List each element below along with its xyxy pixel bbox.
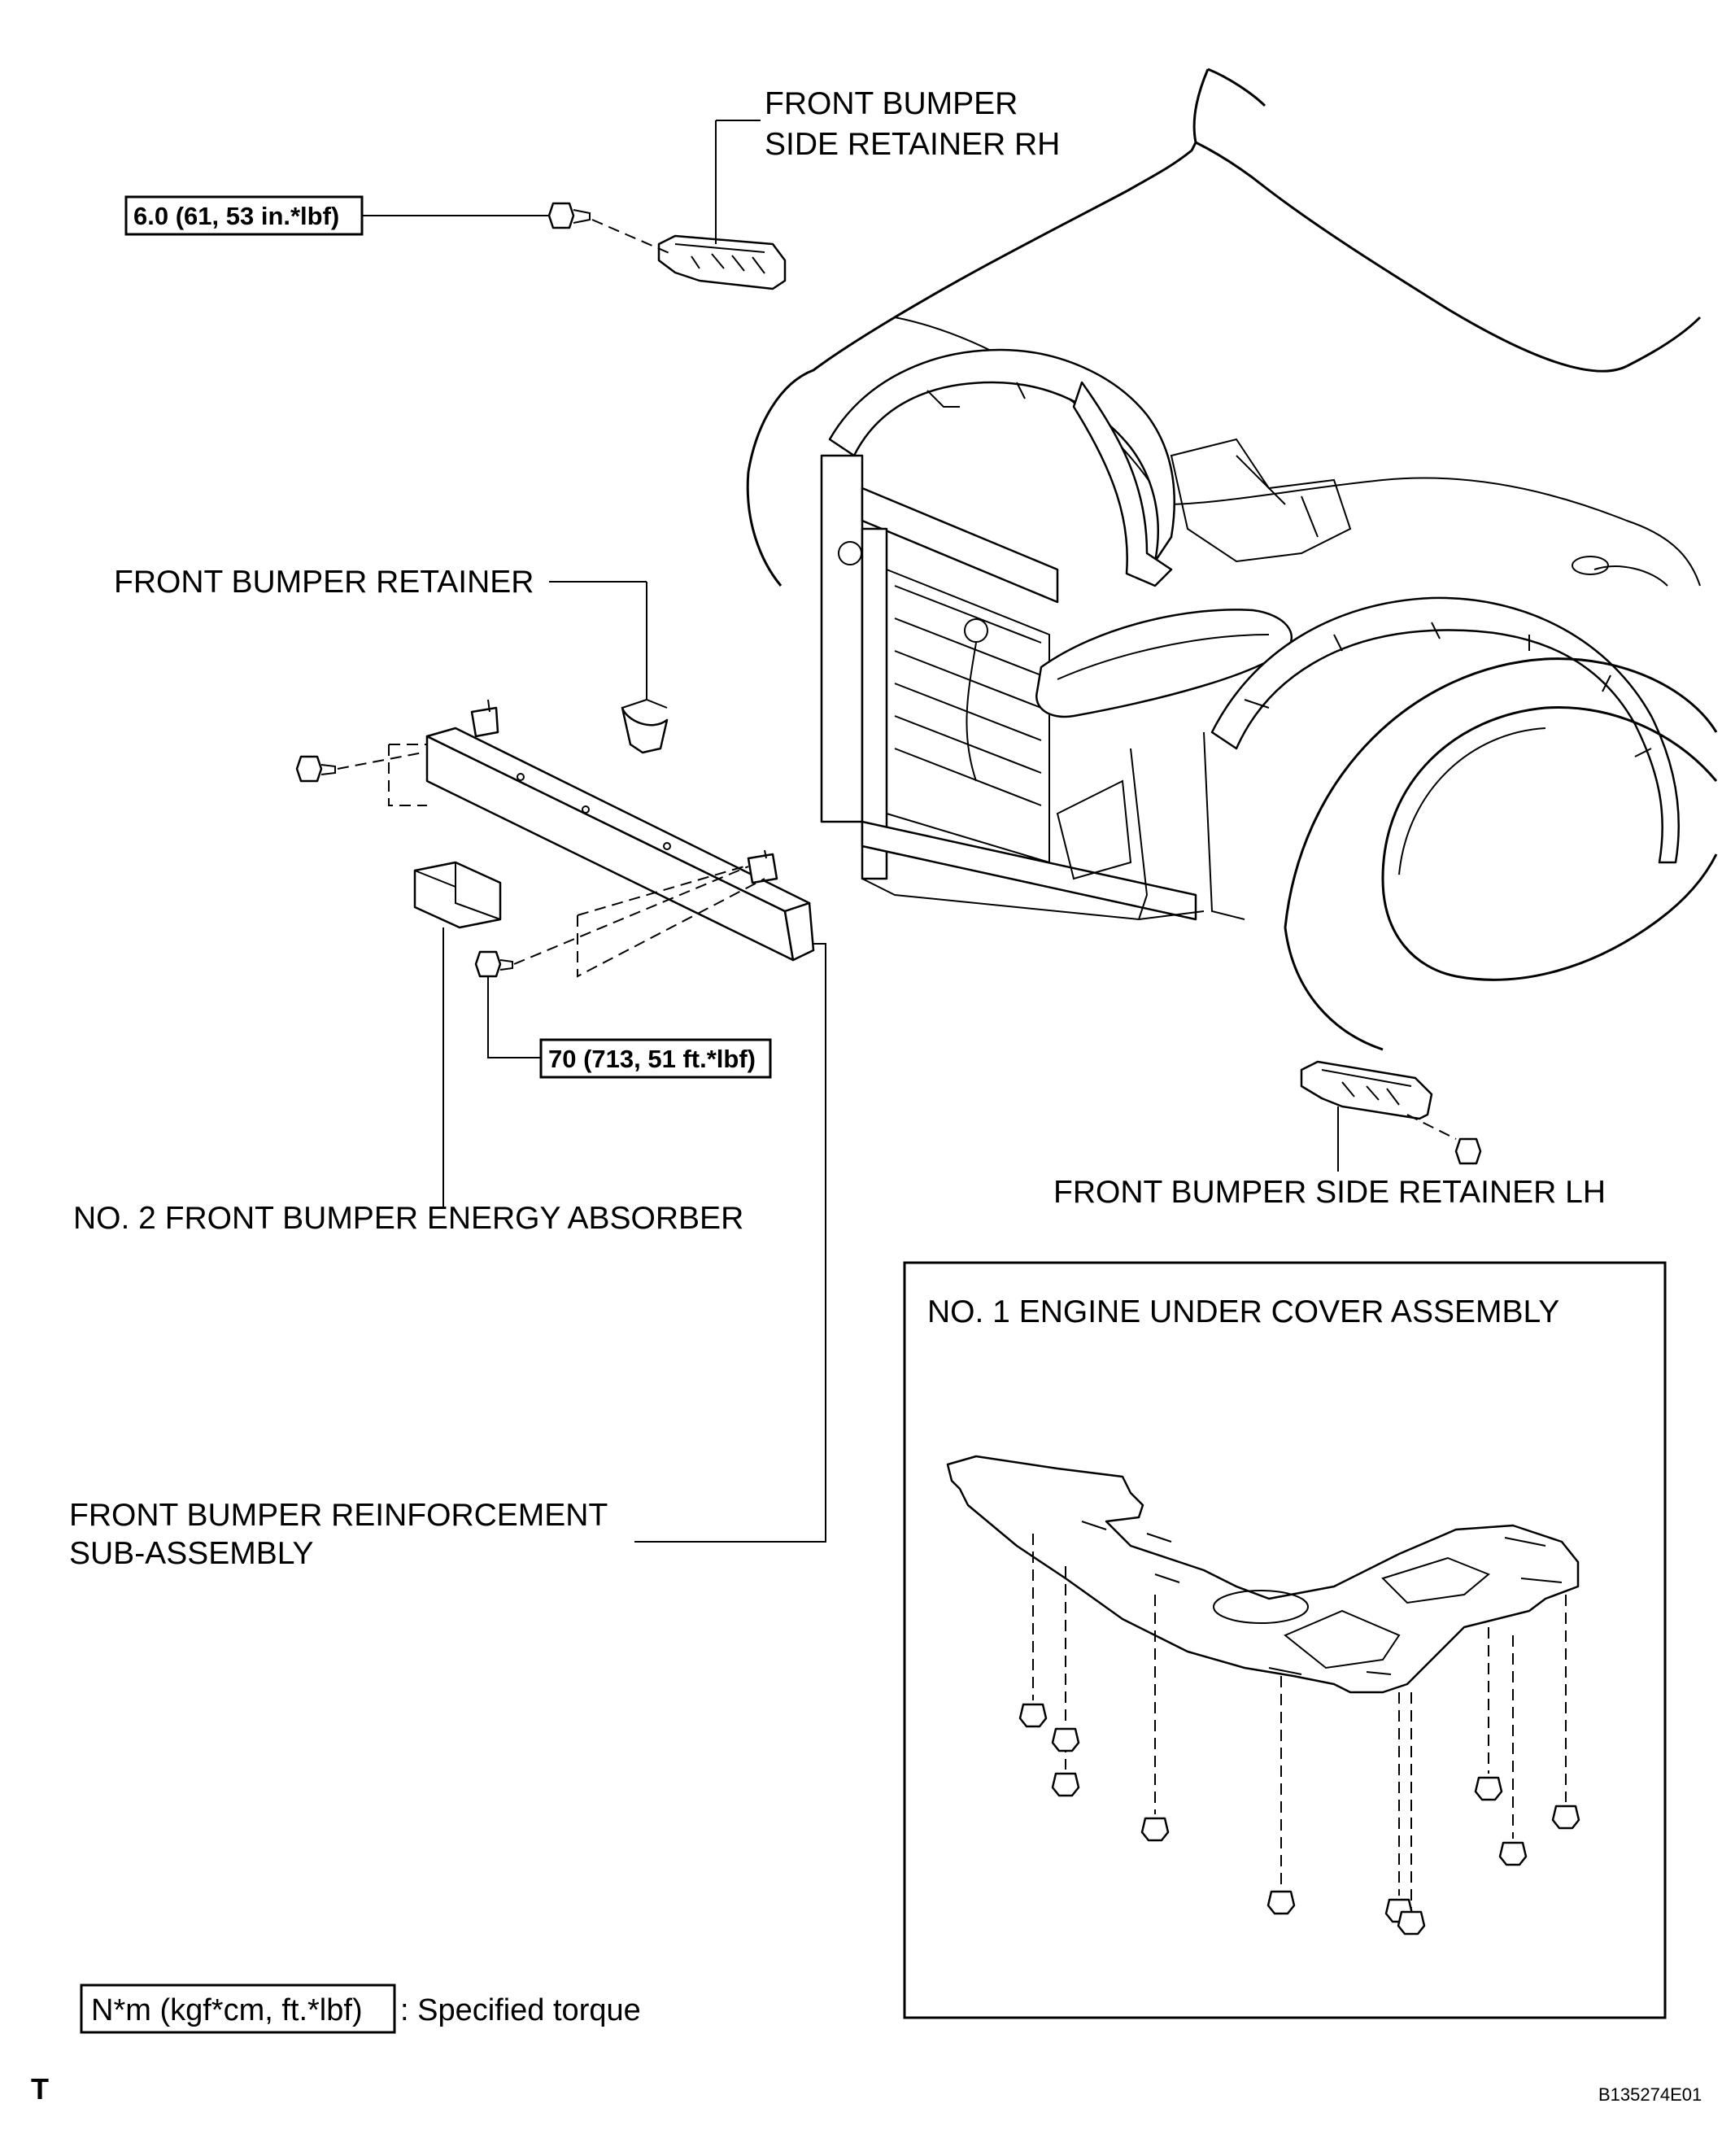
legend-unit-box	[80, 1984, 396, 2034]
bolt-beam-lower	[474, 866, 749, 1058]
leader-reinforcement	[634, 943, 826, 1543]
label-side-retainer-rh-line1: FRONT BUMPER	[765, 86, 1018, 121]
under-cover-clips	[1018, 1534, 1580, 1936]
side-retainer-lh-part	[1300, 1060, 1482, 1172]
corner-mark: T	[31, 2072, 49, 2106]
under-cover-part	[946, 1455, 1580, 1694]
label-under-cover: NO. 1 ENGINE UNDER COVER ASSEMBLY	[927, 1294, 1559, 1329]
legend-description: : Specified torque	[400, 1993, 641, 2027]
figure-code: B135274E01	[1598, 2084, 1702, 2105]
front-bumper-retainer-part	[549, 581, 669, 754]
legend-unit: N*m (kgf*cm, ft.*lbf)	[91, 1993, 363, 2027]
vehicle-front-illustration	[746, 68, 1718, 1051]
torque-box-retainer-rh	[124, 195, 364, 236]
label-side-retainer-lh: FRONT BUMPER SIDE RETAINER LH	[1053, 1175, 1606, 1210]
side-retainer-rh-part	[657, 120, 787, 290]
torque-box-reinforcement	[539, 1038, 772, 1079]
torque-value-retainer-rh: 6.0 (61, 53 in.*lbf)	[133, 202, 339, 230]
bolt-beam-left	[295, 752, 424, 783]
label-side-retainer-rh-line2: SIDE RETAINER RH	[765, 127, 1060, 162]
torque-value-reinforcement: 70 (713, 51 ft.*lbf)	[548, 1045, 756, 1073]
reinforcement-beam-part	[388, 699, 815, 978]
label-reinforcement-line1: FRONT BUMPER REINFORCEMENT	[69, 1498, 608, 1533]
label-energy-absorber: NO. 2 FRONT BUMPER ENERGY ABSORBER	[73, 1201, 743, 1236]
energy-absorber-part	[413, 861, 502, 1208]
label-front-bumper-retainer: FRONT BUMPER RETAINER	[114, 565, 534, 600]
bolt-retainer-rh	[547, 202, 672, 255]
label-reinforcement-line2: SUB-ASSEMBLY	[69, 1536, 314, 1571]
